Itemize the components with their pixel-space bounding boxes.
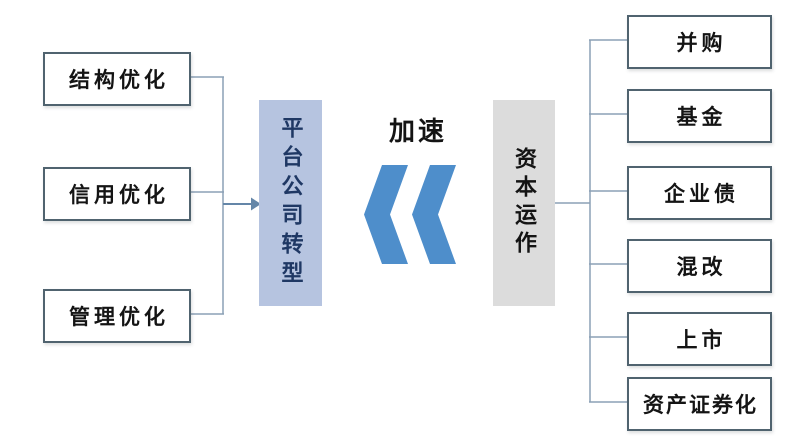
accelerate-label: 加速 [388,117,447,146]
chevron-left-1 [364,165,408,264]
chevron-left-2 [412,165,456,264]
box-asset-securitization: 资产证券化 [627,377,772,431]
box-corporate-bond: 企业债 [627,166,772,220]
box-credit-optimization: 信用优化 [43,167,191,221]
double-chevron-left-icon [364,165,456,264]
box-ipo: 上市 [627,312,772,366]
box-fund: 基金 [627,89,772,143]
left-connector-group [187,76,224,315]
box-merger-acquisition: 并购 [627,15,772,69]
arrow-head [251,197,261,211]
arrow-icon [223,197,261,211]
capital-operation-box: 资本运作 [493,100,555,306]
box-mixed-reform: 混改 [627,239,772,293]
box-management-optimization: 管理优化 [43,289,191,343]
right-connector-group [555,39,627,403]
platform-transformation-box: 平台公司转型 [259,100,322,306]
box-structure-optimization: 结构优化 [43,52,191,106]
